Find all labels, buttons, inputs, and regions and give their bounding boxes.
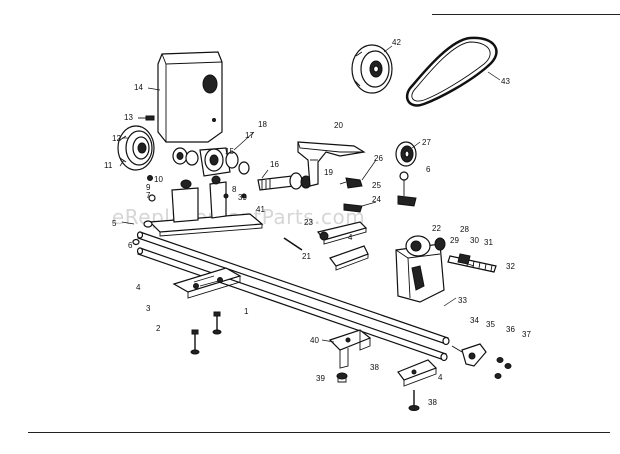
callout-36: 36 <box>506 325 515 334</box>
part-23-tool-rest-base <box>316 221 368 245</box>
part-42-pulley <box>351 44 393 94</box>
callout-4c: 4 <box>438 373 443 382</box>
callout-3: 3 <box>146 304 151 313</box>
part-38-bolt <box>408 390 420 411</box>
part-4-lower-clamp <box>397 359 438 387</box>
callout-23: 23 <box>304 218 313 227</box>
callout-34: 34 <box>470 316 479 325</box>
callout-29: 29 <box>450 236 459 245</box>
callout-43: 43 <box>501 77 510 86</box>
callout-38a: 38 <box>370 363 379 372</box>
bottom-border-line <box>28 432 610 433</box>
callout-6b: 6 <box>128 241 133 250</box>
callout-37: 37 <box>522 330 531 339</box>
callout-7: 7 <box>146 191 151 200</box>
part-22-tailstock <box>395 235 446 303</box>
callout-40: 40 <box>310 336 319 345</box>
callout-28: 28 <box>460 225 469 234</box>
callout-32: 32 <box>506 262 515 271</box>
callout-14: 14 <box>134 83 143 92</box>
callout-4b: 4 <box>136 283 141 292</box>
part-21-pin <box>283 237 303 251</box>
callout-15: 15 <box>225 147 234 156</box>
callout-41: 41 <box>256 205 265 214</box>
callout-42: 42 <box>392 38 401 47</box>
part-20-tool-rest <box>297 141 366 187</box>
callout-6a: 6 <box>426 165 431 174</box>
callout-25: 25 <box>372 181 381 190</box>
part-32-tailstock-spindle <box>447 253 497 273</box>
callout-19: 19 <box>324 168 333 177</box>
part-16-shaft <box>257 172 312 191</box>
callout-2: 2 <box>156 324 161 333</box>
callout-24: 24 <box>372 195 381 204</box>
callout-27: 27 <box>422 138 431 147</box>
callout-31: 31 <box>484 238 493 247</box>
part-14-belt-guard <box>157 51 223 143</box>
callout-39b: 39 <box>316 374 325 383</box>
callout-38b: 38 <box>428 398 437 407</box>
callout-8: 8 <box>232 185 237 194</box>
part-2-bolt <box>190 311 222 355</box>
callout-17: 17 <box>245 131 254 140</box>
callout-11: 11 <box>104 161 113 170</box>
callout-1: 1 <box>244 307 249 316</box>
callout-33: 33 <box>458 296 467 305</box>
callout-16: 16 <box>270 160 279 169</box>
callout-4a: 4 <box>348 233 353 242</box>
part-40-bed-bracket <box>328 329 372 369</box>
callout-12: 12 <box>112 134 121 143</box>
part-8-headstock-base <box>147 175 264 237</box>
callout-22: 22 <box>432 224 441 233</box>
leader-lines <box>119 45 501 343</box>
callout-21: 21 <box>302 252 311 261</box>
top-border-line <box>432 14 620 15</box>
callout-5: 5 <box>112 219 117 228</box>
part-27-faceplate <box>395 141 417 167</box>
part-43-v-belt <box>405 36 498 107</box>
part-15-spindle-assembly <box>172 147 250 177</box>
part-26-clamp-lever <box>339 171 417 213</box>
part-4-clamp-plate <box>329 245 369 271</box>
part-39-nut <box>336 372 348 383</box>
callout-39a: 39 <box>238 193 247 202</box>
part-12-headstock-pulley <box>117 125 155 171</box>
callout-18a: 18 <box>258 120 267 129</box>
callout-20: 20 <box>334 121 343 130</box>
part-34-cam-lever <box>451 343 512 379</box>
callout-9: 9 <box>146 183 151 192</box>
part-13-screw <box>138 115 155 121</box>
callout-10: 10 <box>154 175 163 184</box>
callout-13: 13 <box>124 113 133 122</box>
callout-labels: 42 43 14 13 12 11 18 17 15 16 20 27 26 6… <box>104 38 531 407</box>
callout-35: 35 <box>486 320 495 329</box>
callout-26: 26 <box>374 154 383 163</box>
part-1-bed-bracket <box>172 267 242 299</box>
part-5-washer <box>132 220 153 246</box>
callout-30: 30 <box>470 236 479 245</box>
